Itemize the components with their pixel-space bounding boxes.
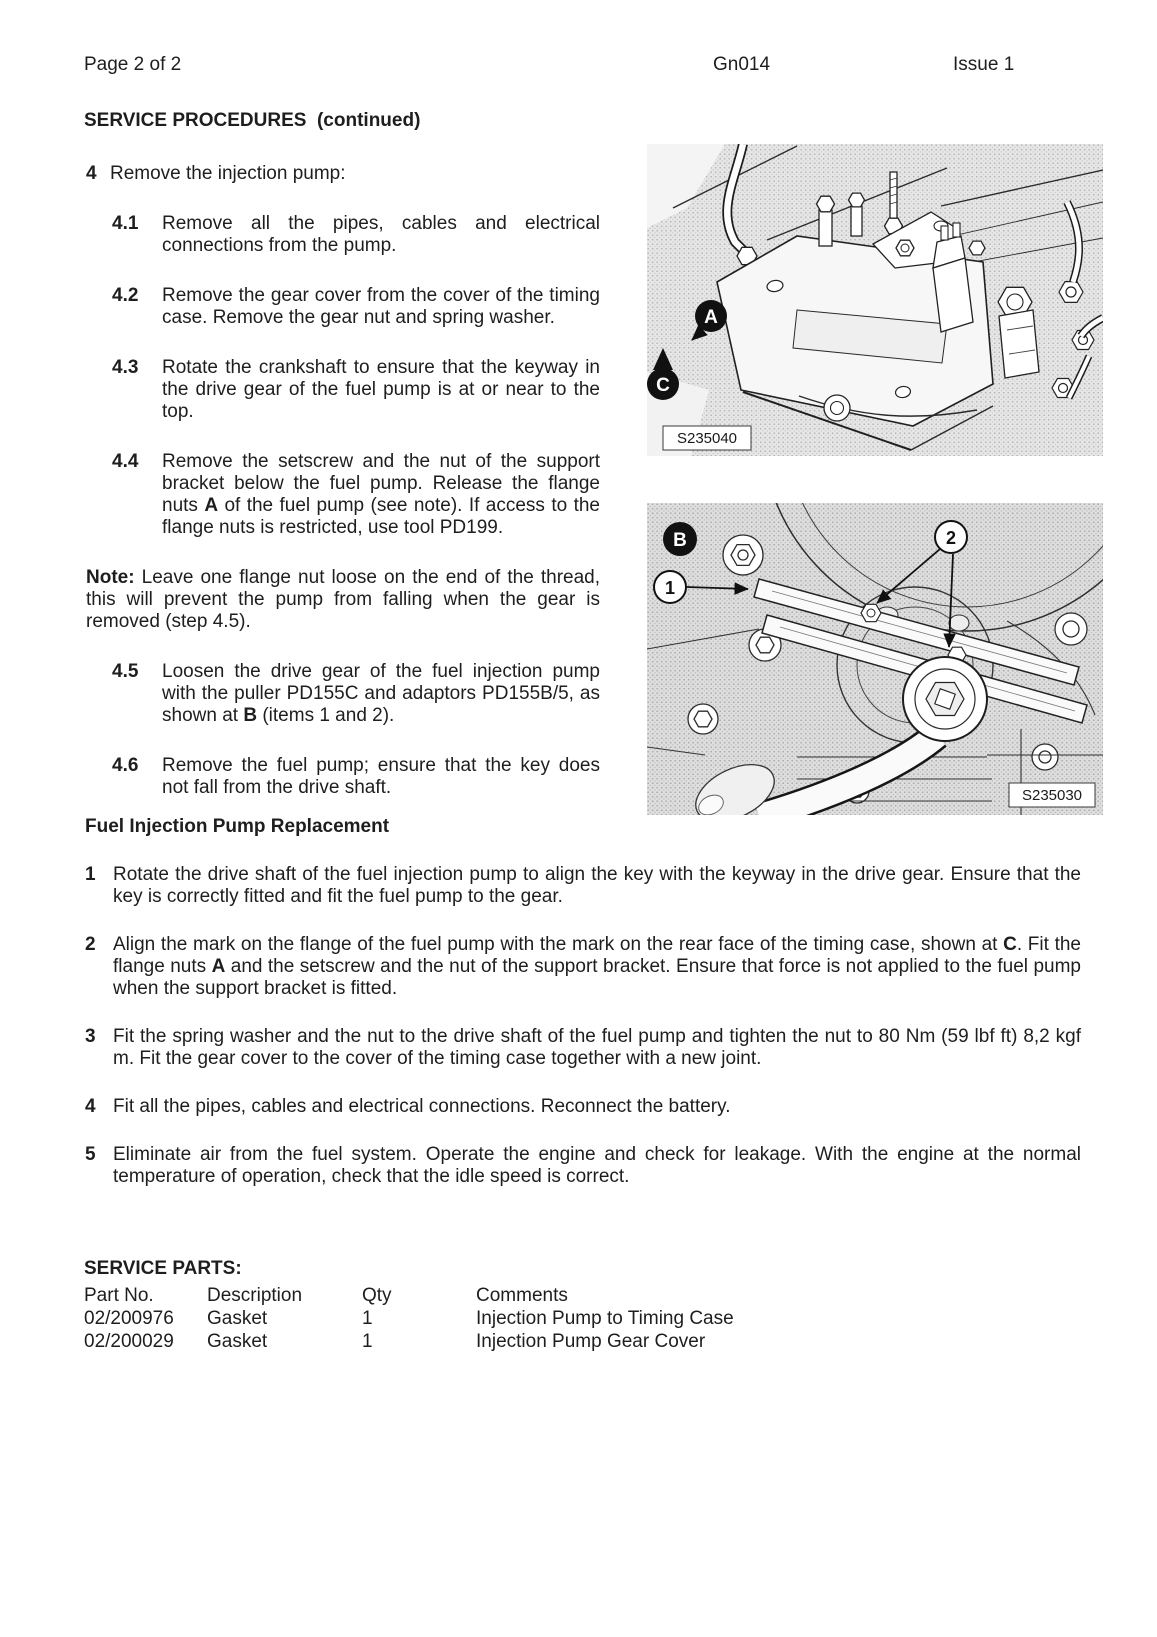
replacement-title: Fuel Injection Pump Replacement xyxy=(85,816,390,837)
svg-text:1: 1 xyxy=(665,578,675,598)
step-text: Fit the spring washer and the nut to the… xyxy=(113,1026,1081,1069)
substep-text: Remove the setscrew and the nut of the s… xyxy=(162,451,600,539)
section-title: SERVICE PROCEDURES (continued) xyxy=(84,110,421,131)
callout-ref-a: A xyxy=(211,956,226,977)
step-text: Remove the injection pump: xyxy=(110,163,346,184)
parts-table-row: 02/200029 Gasket 1 Injection Pump Gear C… xyxy=(84,1330,984,1353)
puller-photo-illustration xyxy=(647,503,1103,815)
issue-label: Issue 1 xyxy=(953,54,1015,75)
part-no: 02/200029 xyxy=(84,1331,174,1352)
part-no: 02/200976 xyxy=(84,1308,174,1329)
step-text: Align the mark on the flange of the fuel… xyxy=(113,934,1081,1000)
step-text: Rotate the drive shaft of the fuel injec… xyxy=(113,864,1081,907)
replacement-section: Fuel Injection Pump Replacement 1 Rotate… xyxy=(85,816,1081,1214)
svg-text:2: 2 xyxy=(946,528,956,548)
step-number: 4 xyxy=(85,1096,96,1117)
step-number: 2 xyxy=(85,934,96,955)
substep-text: Rotate the crankshaft to ensure that the… xyxy=(162,357,600,422)
col-description: Description xyxy=(207,1285,303,1306)
substep-4-3: 4.3 Rotate the crankshaft to ensure that… xyxy=(86,357,600,423)
callout-c: C xyxy=(647,348,679,400)
callout-item-1: 1 xyxy=(653,570,749,604)
substep-number: 4.4 xyxy=(112,451,139,472)
parts-table-row: 02/200976 Gasket 1 Injection Pump to Tim… xyxy=(84,1307,984,1330)
page-number-label: Page 2 of 2 xyxy=(84,54,182,75)
callout-ref-c: C xyxy=(1003,934,1017,955)
procedures-column: 4 Remove the injection pump: 4.1 Remove … xyxy=(86,163,600,827)
step-number: 3 xyxy=(85,1026,96,1047)
part-comments: Injection Pump Gear Cover xyxy=(476,1331,706,1352)
substep-4-6: 4.6 Remove the fuel pump; ensure that th… xyxy=(86,755,600,799)
substep-4-5: 4.5 Loosen the drive gear of the fuel in… xyxy=(86,661,600,727)
step-text: Eliminate air from the fuel system. Oper… xyxy=(113,1144,1081,1187)
step-number: 1 xyxy=(85,864,96,885)
substep-number: 4.6 xyxy=(112,755,139,776)
replacement-step-2: 2 Align the mark on the flange of the fu… xyxy=(85,934,1081,1000)
figure-code: S235030 xyxy=(1022,787,1082,804)
replacement-step-1: 1 Rotate the drive shaft of the fuel inj… xyxy=(85,864,1081,908)
callout-a: A xyxy=(691,300,727,341)
substep-text-part: Remove the setscrew and the nut of the s… xyxy=(162,451,600,516)
note-label: Note: xyxy=(86,567,135,588)
service-parts-section: SERVICE PARTS: Part No. Description Qty … xyxy=(84,1258,984,1353)
step-number: 5 xyxy=(85,1144,96,1165)
callout-ref-a: A xyxy=(204,495,219,516)
figure-code-box: S235030 xyxy=(1008,782,1096,808)
substep-number: 4.3 xyxy=(112,357,139,378)
figure-code: S235040 xyxy=(677,430,737,447)
part-description: Gasket xyxy=(207,1331,268,1352)
substep-number: 4.1 xyxy=(112,213,139,234)
service-parts-title: SERVICE PARTS: xyxy=(84,1258,242,1279)
replacement-step-3: 3 Fit the spring washer and the nut to t… xyxy=(85,1026,1081,1070)
substep-4-2: 4.2 Remove the gear cover from the cover… xyxy=(86,285,600,329)
step-text: Fit all the pipes, cables and electrical… xyxy=(113,1096,731,1117)
step-text-part: and the setscrew and the nut of the supp… xyxy=(113,956,1081,999)
part-comments: Injection Pump to Timing Case xyxy=(476,1308,734,1329)
callout-item-2: 2 xyxy=(876,520,968,648)
substep-text-part: (items 1 and 2). xyxy=(257,705,395,726)
substep-4-1: 4.1 Remove all the pipes, cables and ele… xyxy=(86,213,600,257)
substep-text: Remove all the pipes, cables and electri… xyxy=(162,213,600,256)
step-text-part: Align the mark on the flange of the fuel… xyxy=(113,934,1004,955)
substep-text: Remove the gear cover from the cover of … xyxy=(162,285,600,328)
substep-text-part: of the fuel pump (see note). If access t… xyxy=(162,495,600,538)
svg-text:A: A xyxy=(704,307,718,328)
step-text-part: . Fit the flange nuts xyxy=(113,934,1081,977)
engine-photo-illustration xyxy=(647,144,1103,456)
step-4: 4 Remove the injection pump: xyxy=(86,163,600,185)
svg-text:C: C xyxy=(656,375,670,396)
callout-ref-b: B xyxy=(243,705,258,726)
part-qty: 1 xyxy=(362,1331,373,1352)
callout-b: B xyxy=(663,522,697,556)
step-number: 4 xyxy=(86,163,97,184)
replacement-step-4: 4 Fit all the pipes, cables and electric… xyxy=(85,1096,1081,1118)
parts-table-header: Part No. Description Qty Comments xyxy=(84,1284,984,1307)
document-code: Gn014 xyxy=(713,54,771,75)
svg-text:B: B xyxy=(673,530,687,551)
note-text: Leave one flange nut loose on the end of… xyxy=(86,567,600,632)
substep-4-4: 4.4 Remove the setscrew and the nut of t… xyxy=(86,451,600,539)
substep-number: 4.2 xyxy=(112,285,139,306)
substep-text: Loosen the drive gear of the fuel inject… xyxy=(162,661,600,727)
replacement-step-5: 5 Eliminate air from the fuel system. Op… xyxy=(85,1144,1081,1188)
col-comments: Comments xyxy=(476,1285,568,1306)
note-paragraph: Note: Leave one flange nut loose on the … xyxy=(86,567,600,633)
figure-gear-puller: B 1 2 S235030 xyxy=(647,503,1103,815)
figure-code-box: S235040 xyxy=(662,425,752,451)
col-part-no: Part No. xyxy=(84,1285,154,1306)
part-description: Gasket xyxy=(207,1308,268,1329)
figure-injection-pump: A C S235040 xyxy=(647,144,1103,456)
substep-text-part: Loosen the drive gear of the fuel inject… xyxy=(162,661,600,726)
col-qty: Qty xyxy=(362,1285,392,1306)
part-qty: 1 xyxy=(362,1308,373,1329)
substep-text: Remove the fuel pump; ensure that the ke… xyxy=(162,755,600,798)
substep-number: 4.5 xyxy=(112,661,139,682)
